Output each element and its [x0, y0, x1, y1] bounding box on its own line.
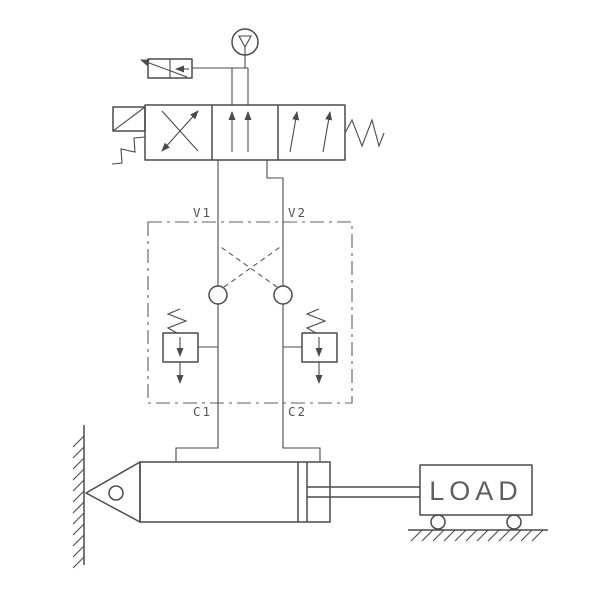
spring-right-icon — [344, 118, 385, 148]
wall-hatch — [72, 435, 85, 569]
manifold-boundary — [147, 221, 353, 404]
relief-valve-left-icon — [162, 308, 218, 384]
pilot-check-valve-left-icon — [208, 285, 228, 305]
pilot-valve-icon — [140, 58, 193, 79]
relief-valve-right-icon — [283, 308, 338, 384]
valve-position-parallel — [289, 111, 333, 153]
wheel-icon — [430, 514, 446, 530]
valve-position-crossed — [161, 110, 199, 152]
load-label: LOAD — [429, 476, 523, 506]
solenoid-icon — [112, 106, 146, 132]
port-v2-label: V2 — [288, 205, 307, 220]
hydraulic-cylinder — [139, 461, 420, 523]
load-cart: LOAD — [419, 464, 533, 530]
valve-position-center — [228, 111, 252, 152]
ground-hatch — [410, 529, 544, 542]
crossed-pilot-lines — [217, 244, 284, 288]
port-v1-label: V1 — [193, 205, 212, 220]
cylinder-work-lines — [175, 304, 321, 462]
spring-left-icon — [111, 136, 146, 165]
piston-rod — [307, 486, 420, 498]
wall-anchor — [72, 425, 85, 569]
ground-surface — [408, 529, 548, 542]
pilot-check-valve-right-icon — [273, 285, 293, 305]
supply-lines — [192, 55, 249, 105]
pressure-gauge-icon — [231, 28, 259, 56]
directional-control-valve — [111, 104, 385, 165]
port-c1-label: C1 — [193, 404, 212, 419]
wheel-icon — [506, 514, 522, 530]
pivot-pin-icon — [108, 485, 124, 501]
port-c2-label: C2 — [288, 404, 307, 419]
clevis-mount-icon — [85, 461, 141, 523]
valve-to-manifold-lines — [217, 160, 284, 286]
